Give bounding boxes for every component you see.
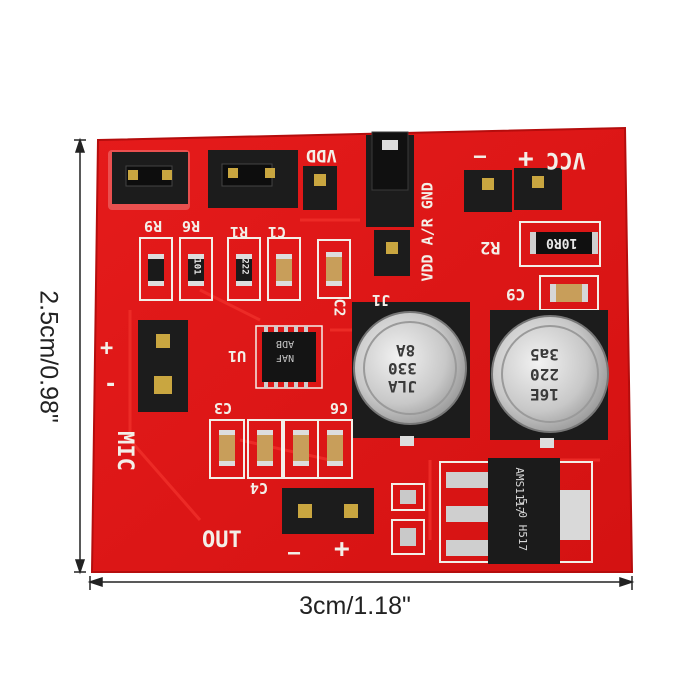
label-c2: C2 — [330, 298, 349, 317]
jumper-header-vdd-ar-gnd — [366, 131, 414, 276]
label-out-plus: + — [334, 534, 350, 564]
label-r6: R6 — [182, 217, 201, 235]
cap-left-line2: 330 — [388, 359, 417, 378]
header-pins-mic — [138, 320, 188, 412]
jumper-header-1 — [108, 150, 190, 210]
electrolytic-capacitor-left — [352, 302, 470, 446]
smd-pads — [391, 483, 425, 555]
resistor-101-marking: 101 — [191, 258, 202, 275]
voltage-regulator — [439, 458, 593, 564]
ic-marking-line1: ADB — [276, 338, 295, 349]
label-out: OUT — [202, 528, 242, 553]
capacitor-c9 — [539, 275, 599, 311]
resistor-222-marking: 222 — [239, 258, 250, 275]
cap-right-line1: 3a5 — [530, 345, 559, 364]
label-minus-top: — — [474, 146, 487, 170]
ic-u1 — [255, 325, 323, 389]
capacitor-c1 — [267, 237, 301, 301]
label-c6: C6 — [330, 399, 349, 417]
capacitor-c3 — [209, 419, 245, 479]
label-vdd-ar-gnd: VDD A/R GND — [418, 182, 437, 282]
label-u1: U1 — [228, 347, 247, 365]
cap-right-line2: 220 — [530, 365, 559, 384]
label-r2: R2 — [480, 237, 501, 257]
resistor-r2 — [519, 221, 601, 267]
label-j1: J1 — [372, 291, 391, 309]
header-pin-vdd — [303, 166, 337, 210]
ic-marking-line2: NAF — [276, 352, 295, 363]
label-vcc: VCC — [546, 147, 586, 172]
label-c9: C9 — [506, 285, 526, 304]
resistor-r2-marking: 10R0 — [546, 235, 578, 250]
label-mic-plus: + — [100, 336, 114, 361]
resistor-r1 — [227, 237, 261, 301]
header-pins-out — [282, 488, 374, 534]
capacitor-c2 — [317, 239, 351, 299]
cap-left-line3: JLA — [388, 377, 417, 396]
label-r1: R1 — [230, 223, 249, 241]
jumper-header-2 — [208, 150, 298, 208]
electrolytic-capacitor-right — [490, 310, 609, 448]
resistor-r6 — [179, 237, 213, 301]
label-c1: C1 — [268, 223, 287, 241]
cap-right-line3: 16E — [530, 385, 559, 404]
cap-left-line1: 8A — [396, 341, 416, 360]
header-pins-vcc — [464, 168, 562, 212]
label-plus-top: + — [518, 144, 534, 174]
label-c3: C3 — [214, 399, 233, 417]
label-mic: MIC — [111, 431, 137, 471]
label-mic-minus: - — [104, 372, 118, 397]
label-vdd: VDD — [306, 145, 337, 165]
capacitor-c6 — [317, 419, 353, 479]
label-out-minus: — — [288, 540, 301, 564]
label-r9: R9 — [144, 217, 163, 235]
resistor-r9 — [139, 237, 173, 301]
capacitor-c4 — [247, 419, 283, 479]
regulator-marking-line2: 5.0 H517 — [516, 498, 530, 552]
width-dimension-label: 3cm/1.18" — [299, 592, 411, 620]
label-c4: C4 — [250, 479, 269, 497]
